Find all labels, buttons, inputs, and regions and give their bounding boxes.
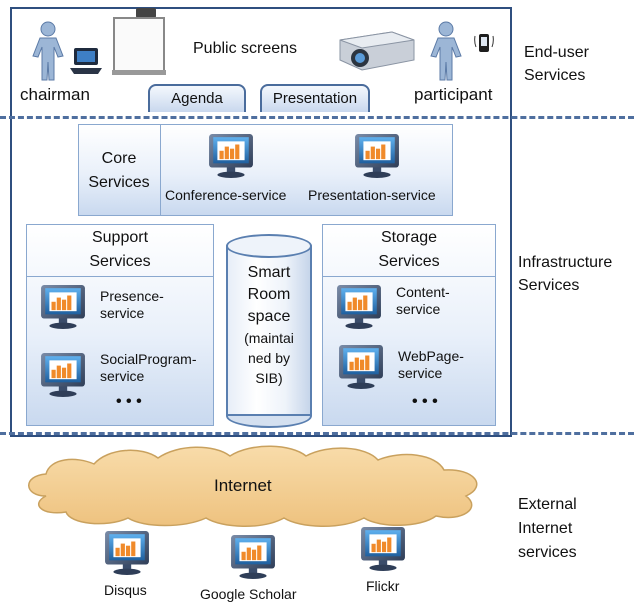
core-services-title-line1: Core	[101, 150, 137, 167]
smart-room-line-1: Smart	[247, 264, 291, 281]
conference-service-monitor-icon	[208, 133, 254, 179]
disqus-monitor-icon	[104, 530, 150, 576]
content-service-monitor-icon	[336, 284, 382, 330]
chairman-label: chairman	[20, 85, 90, 104]
core-services-divider	[160, 124, 161, 216]
chairman-icon	[30, 20, 70, 82]
architecture-frame	[10, 7, 512, 437]
smart-room-cylinder	[226, 246, 312, 416]
core-services-title-line2: Services	[88, 174, 150, 191]
laptop-icon	[68, 46, 104, 76]
end-user-services-label-line1: End-user	[524, 44, 589, 61]
socialprogram-service-monitor-icon	[40, 352, 86, 398]
support-services-ellipsis: • • •	[116, 393, 142, 410]
participant-label: participant	[414, 85, 493, 104]
storage-services-title-line1: Storage	[380, 229, 438, 246]
presence-service-monitor-icon	[40, 284, 86, 330]
smart-room-line-5: ned by	[247, 350, 291, 366]
storage-services-title-line2: Services	[378, 253, 440, 270]
google-scholar-monitor-icon	[230, 534, 276, 580]
smart-room-line-4: (maintai	[244, 330, 294, 346]
disqus-label: Disqus	[104, 582, 147, 598]
whiteboard-icon	[104, 6, 168, 78]
smart-room-line-3: space	[247, 308, 291, 325]
external-services-label-line1: External	[518, 496, 577, 513]
separator-line-top	[0, 116, 634, 119]
smart-room-line-2: Room	[247, 286, 291, 303]
infrastructure-services-label-line1: Infrastructure	[518, 254, 613, 271]
webpage-service-label-line1: WebPage-	[398, 348, 464, 364]
presence-service-label-line2: service	[100, 305, 145, 321]
external-services-label-line2: Internet	[518, 520, 573, 537]
google-scholar-label: Google Scholar	[200, 586, 297, 602]
content-service-label-line1: Content-	[396, 284, 450, 300]
socialprogram-service-label-line1: SocialProgram-	[100, 351, 197, 367]
projector-icon	[334, 26, 418, 74]
storage-services-header-divider	[322, 276, 496, 277]
content-service-label-line2: service	[396, 301, 441, 317]
external-services-label-line3: services	[518, 544, 577, 561]
support-services-title-line1: Support	[91, 229, 149, 246]
webpage-service-label-line2: service	[398, 365, 443, 381]
smart-room-line-6: SIB)	[255, 370, 283, 386]
internet-label: Internet	[214, 476, 272, 495]
smart-room-text: Smart Room space (maintai ned by SIB)	[226, 262, 312, 388]
end-user-services-label-line2: Services	[524, 67, 586, 84]
presence-service-label-line1: Presence-	[100, 288, 164, 304]
conference-service-label: Conference-service	[165, 187, 287, 203]
support-services-title-line2: Services	[89, 253, 151, 270]
smart-room-cylinder-top	[226, 234, 312, 258]
socialprogram-service-label-line2: service	[100, 368, 145, 384]
public-screens-label: Public screens	[193, 40, 298, 57]
separator-line-bottom	[0, 432, 634, 435]
storage-services-ellipsis: • • •	[412, 393, 438, 410]
support-services-header-divider	[26, 276, 214, 277]
webpage-service-monitor-icon	[338, 344, 384, 390]
phone-icon	[474, 30, 494, 56]
flickr-monitor-icon	[360, 526, 406, 572]
internet-cloud	[16, 438, 496, 530]
flickr-label: Flickr	[366, 578, 400, 594]
agenda-tab[interactable]: Agenda	[148, 84, 246, 112]
infrastructure-services-label-line2: Services	[518, 277, 580, 294]
presentation-service-label: Presentation-service	[308, 187, 436, 203]
participant-icon	[428, 20, 468, 82]
presentation-tab[interactable]: Presentation	[260, 84, 370, 112]
presentation-service-monitor-icon	[354, 133, 400, 179]
